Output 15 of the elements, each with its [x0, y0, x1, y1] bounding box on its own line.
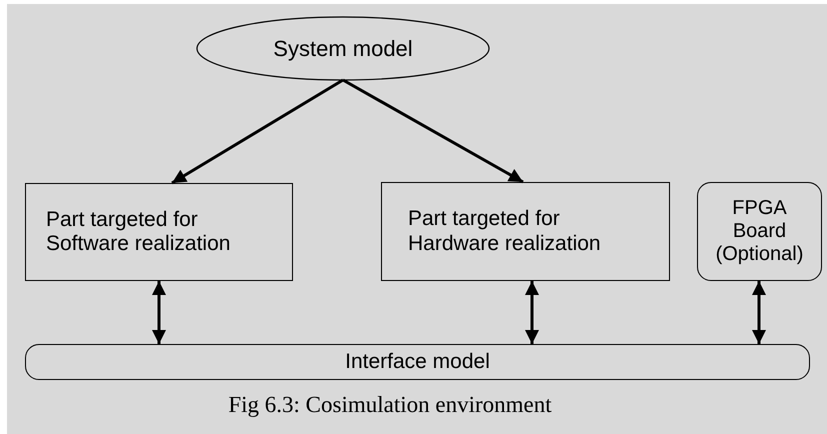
figure-caption: Fig 6.3: Cosimulation environment	[227, 392, 553, 418]
arrow	[171, 78, 344, 184]
node-label: FPGA Board (Optional)	[714, 197, 804, 266]
node-label: Part targeted for Software realization	[46, 208, 232, 256]
process-box	[381, 182, 670, 281]
rounded-box	[697, 182, 822, 281]
arrow	[342, 78, 524, 184]
node-label: Part targeted for Hardware realization	[408, 207, 602, 256]
node-label: Interface model	[345, 350, 490, 374]
process-box	[25, 183, 293, 281]
rounded-box	[25, 344, 810, 380]
double-arrow	[752, 281, 766, 344]
node-label: System model	[273, 36, 413, 62]
double-arrow	[525, 281, 539, 344]
double-arrow	[152, 281, 166, 344]
